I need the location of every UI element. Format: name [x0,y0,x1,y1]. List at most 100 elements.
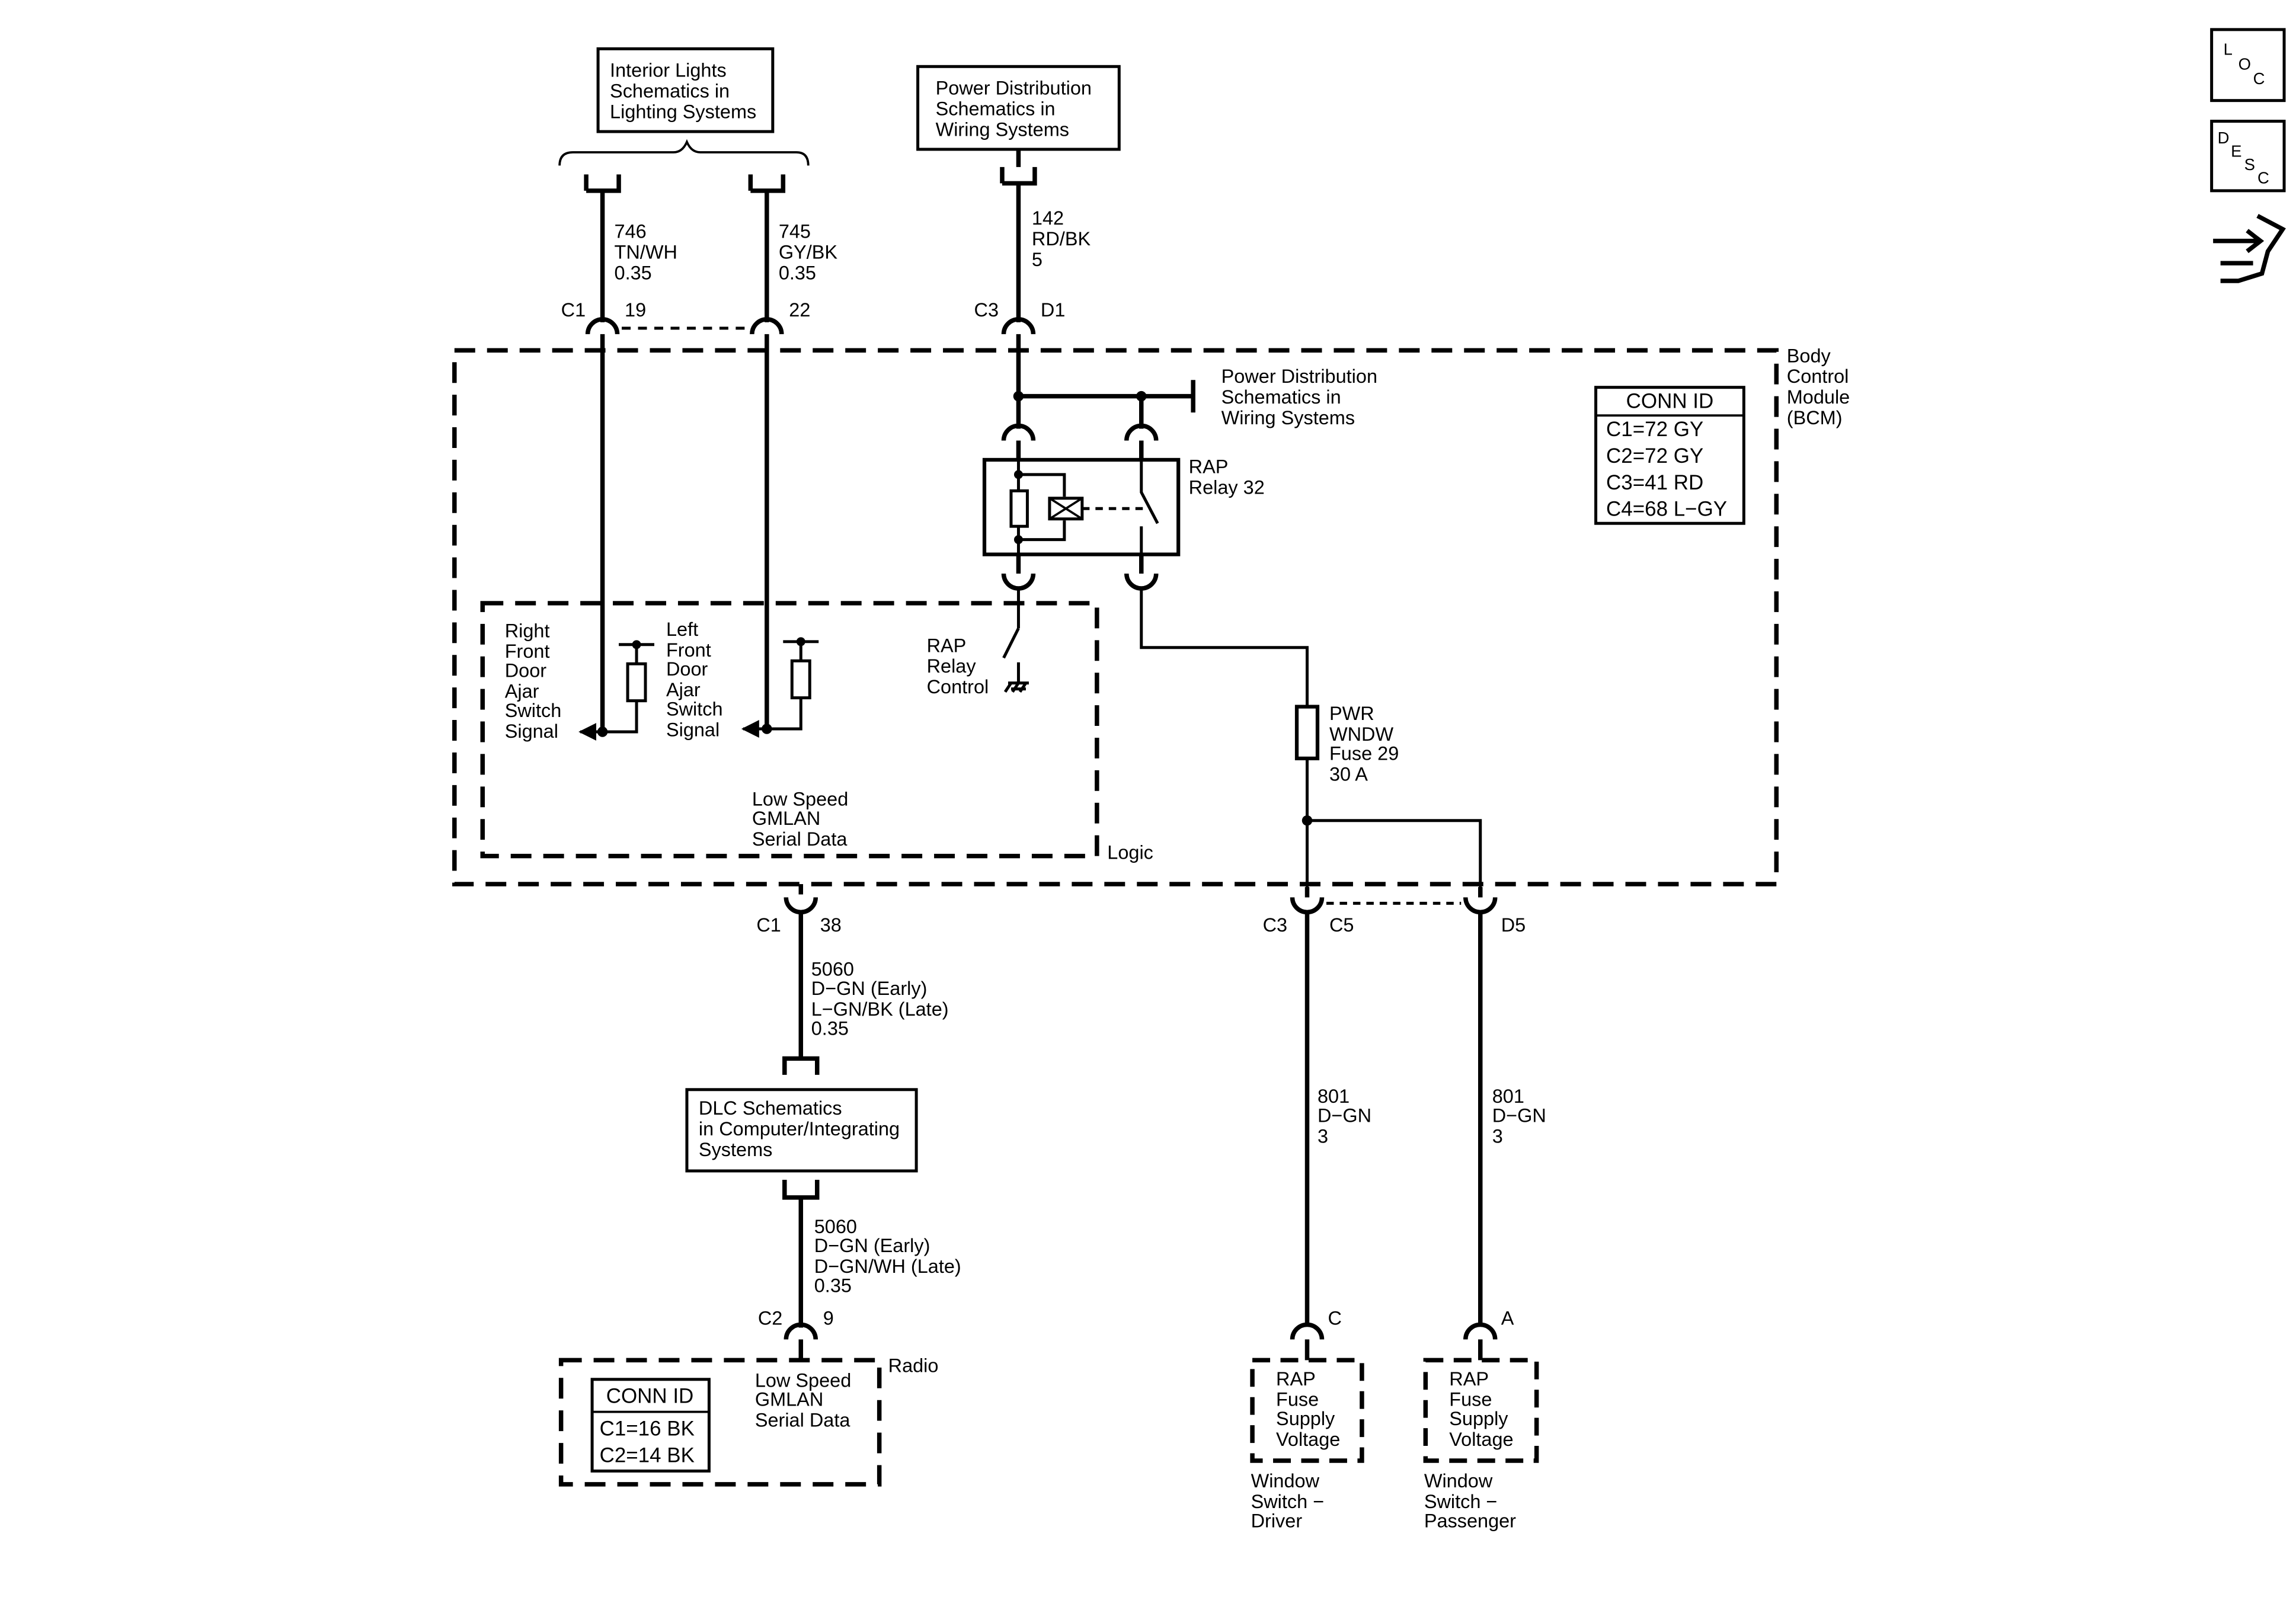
gmlan-label-radio: Low Speed GMLAN Serial Data [755,1369,851,1430]
svg-text:GMLAN: GMLAN [755,1389,823,1410]
svg-text:Switch: Switch [505,700,562,721]
svg-text:RD/BK: RD/BK [1032,228,1091,249]
pin-d1-label: D1 [1041,299,1065,321]
window-switch-passenger-label: Window Switch − Passenger [1424,1470,1516,1531]
svg-text:Voltage: Voltage [1276,1429,1340,1450]
bcm-boundary [452,348,1779,886]
svg-text:D−GN (Early): D−GN (Early) [811,978,928,999]
pin-c5-label: C5 [1329,914,1354,936]
desc-icon[interactable]: D E S C [2210,120,2286,193]
svg-text:Voltage: Voltage [1449,1429,1513,1450]
driver-rap-fuse-label: RAP Fuse Supply Voltage [1276,1368,1340,1450]
wire-801-driver-label: 801 D−GN 3 [1318,1086,1371,1147]
pin-c-label: C [1328,1307,1341,1329]
svg-text:TN/WH: TN/WH [615,242,677,263]
logic-boundary [480,601,1099,859]
svg-text:L−GN/BK (Late): L−GN/BK (Late) [811,998,949,1020]
svg-text:Fuse: Fuse [1276,1389,1319,1410]
svg-text:Door: Door [505,660,547,681]
logic-label: Logic [1107,842,1153,863]
svg-text:Front: Front [505,641,550,662]
svg-text:D−GN: D−GN [1492,1105,1546,1126]
pin-c3b-label: C3 [1263,914,1287,936]
bcm-conn-id-table: CONN ID C1=72 GY C2=72 GY C3=41 RD C4=68… [1594,386,1745,525]
svg-text:745: 745 [779,221,811,242]
dlc-top-stub [782,1056,820,1075]
svg-text:Schematics in: Schematics in [1221,386,1341,408]
svg-text:CONN ID: CONN ID [606,1385,694,1408]
svg-text:Interior Lights: Interior Lights [610,60,727,81]
gmlan-label-bcm: Low Speed GMLAN Serial Data [752,789,848,850]
radio-conn-id-table: CONN ID C1=16 BK C2=14 BK [590,1378,711,1473]
svg-text:Systems: Systems [699,1139,772,1160]
right-door-label: Right Front Door Ajar Switch Signal [505,620,562,742]
wire-142-label: 142 RD/BK 5 [1032,207,1091,270]
pin-a-label: A [1501,1307,1514,1329]
svg-text:5: 5 [1032,249,1043,270]
svg-text:Low Speed: Low Speed [752,789,848,810]
pin-c3-label: C3 [974,299,999,321]
pin-22-label: 22 [789,299,810,321]
svg-text:5060: 5060 [811,959,854,980]
pin-c1b-label: C1 [756,914,781,936]
svg-text:0.35: 0.35 [779,263,816,284]
svg-text:Relay: Relay [927,655,977,677]
relay-bottom-connectors [1001,554,1159,591]
interior-lights-ref-box: Interior Lights Schematics in Lighting S… [596,47,775,133]
right-door-input [578,643,655,741]
svg-text:Power Distribution: Power Distribution [936,78,1092,99]
svg-text:RAP: RAP [1189,456,1229,477]
svg-text:Relay 32: Relay 32 [1189,476,1265,498]
svg-text:S: S [2244,155,2255,174]
wire-746-label: 746 TN/WH 0.35 [615,221,677,284]
svg-text:C3=41 RD: C3=41 RD [1606,471,1703,494]
fuse-path [1140,588,1482,887]
bcm-bottom-connectors [784,884,1498,1325]
svg-text:Control: Control [927,676,989,697]
relay-control-label: RAP Relay Control [927,635,989,697]
svg-text:RAP: RAP [927,635,967,656]
wire-745-label: 745 GY/BK 0.35 [779,221,838,284]
svg-text:5060: 5060 [814,1216,857,1237]
svg-text:PWR: PWR [1329,703,1374,724]
wire-801-pass-label: 801 D−GN 3 [1492,1086,1546,1147]
svg-text:Window: Window [1424,1470,1493,1491]
window-switch-connectors [1290,1322,1498,1361]
svg-text:RAP: RAP [1276,1368,1316,1390]
radio-boundary [558,1358,882,1487]
svg-text:Wiring Systems: Wiring Systems [936,119,1069,140]
svg-text:Door: Door [666,658,708,680]
bcm-top-connectors [585,317,1036,732]
svg-text:Schematics in: Schematics in [936,98,1056,120]
svg-text:CONN ID: CONN ID [1626,390,1714,413]
svg-text:801: 801 [1492,1086,1524,1107]
rap-relay-32 [982,440,1181,556]
power-dist-ref-box: Power Distribution Schematics in Wiring … [916,65,1121,151]
svg-text:Ajar: Ajar [505,681,539,702]
svg-text:Window: Window [1251,1470,1320,1491]
connector-tool-icon[interactable] [2213,213,2286,283]
svg-text:Passenger: Passenger [1424,1510,1516,1531]
svg-text:Control: Control [1787,366,1849,387]
svg-text:E: E [2231,142,2241,160]
radio-connector [784,1322,818,1340]
svg-text:L: L [2224,40,2233,58]
svg-text:Switch −: Switch − [1424,1491,1498,1512]
rap-relay-32-label: RAP Relay 32 [1189,456,1265,498]
svg-text:Module: Module [1787,386,1850,408]
loc-icon[interactable]: L O C [2210,28,2286,103]
pin-c1-label: C1 [561,299,586,321]
svg-text:Fuse 29: Fuse 29 [1329,742,1399,764]
svg-text:3: 3 [1492,1126,1503,1147]
svg-text:30 A: 30 A [1329,763,1368,785]
svg-text:Ajar: Ajar [666,679,701,700]
wire-5060a-label: 5060 D−GN (Early) L−GN/BK (Late) 0.35 [811,959,949,1039]
svg-text:Left: Left [666,619,698,640]
svg-text:Supply: Supply [1449,1408,1508,1429]
svg-text:Switch: Switch [666,699,723,720]
svg-text:C: C [2253,69,2265,88]
dlc-ref-box: DLC Schematics in Computer/Integrating S… [685,1088,918,1173]
svg-text:D−GN/WH (Late): D−GN/WH (Late) [814,1256,961,1277]
svg-text:DLC Schematics: DLC Schematics [699,1097,842,1119]
